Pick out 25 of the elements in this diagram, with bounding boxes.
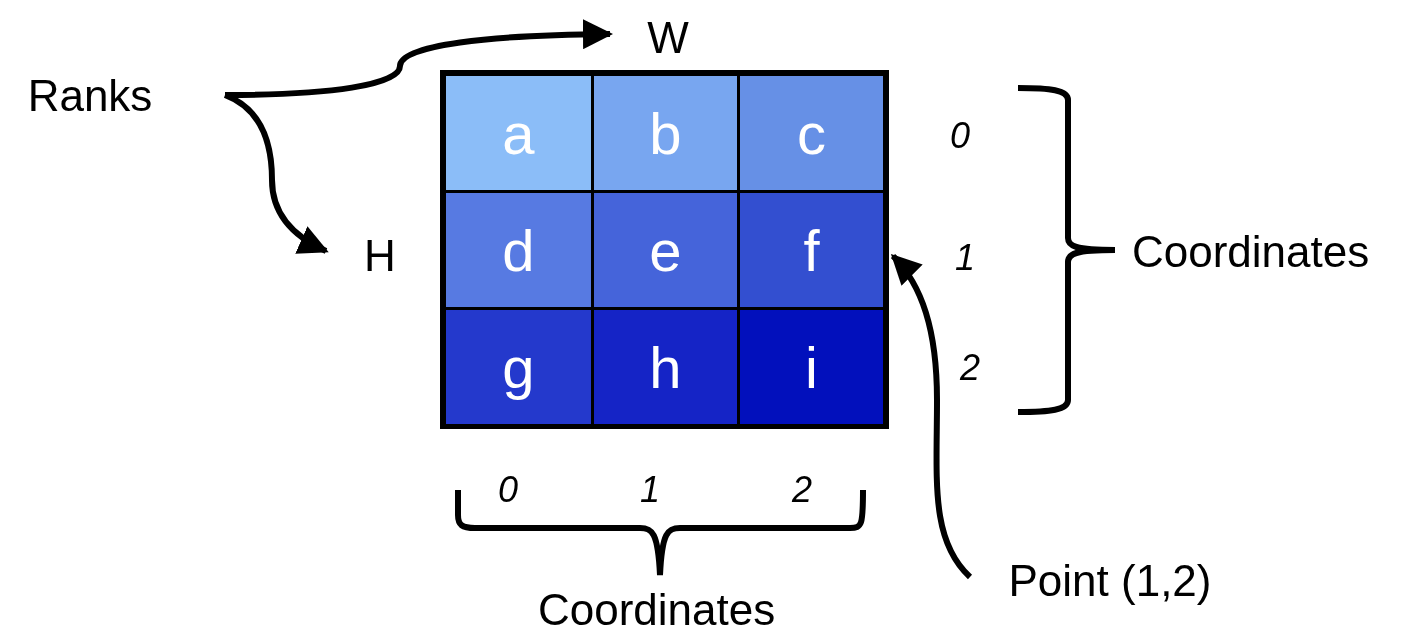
coordinate-index: 2 [792,472,813,508]
axis-label: W [598,10,738,66]
grid-table [440,70,889,429]
coordinate-index: 2 [960,350,981,386]
axis-title: Coordinates [538,588,776,632]
arrow [223,92,329,254]
coordinate-index: 1 [640,472,661,508]
grid-cell: i [737,307,886,427]
coordinate-index: 0 [498,472,519,508]
grid-cell: b [591,73,740,193]
coordinate-index: 0 [950,118,971,154]
grid-cell: c [737,73,886,193]
axis-label: H [350,228,410,284]
point-label: Point (1,2) [985,553,1235,609]
arrow [890,253,973,580]
grid-cell: e [591,190,740,310]
grid-cell: f [737,190,886,310]
grid-cell: g [443,307,594,427]
coordinate-index: 1 [955,240,976,276]
grid-cell: h [591,307,740,427]
axis-title: Coordinates [1132,230,1370,274]
grid-cell: d [443,190,594,310]
rank-label: Ranks [10,70,170,122]
arrow [224,19,613,98]
grid-cell: a [443,73,594,193]
